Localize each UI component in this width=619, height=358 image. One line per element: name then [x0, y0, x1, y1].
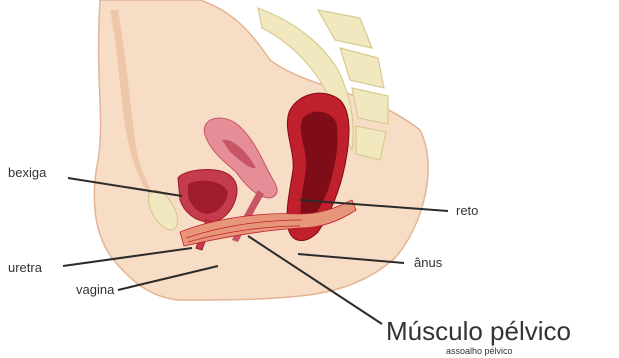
vagina-label: vagina — [76, 282, 115, 297]
musculo-pelvico-label: Músculo pélvico — [386, 316, 571, 346]
anus-label: ânus — [414, 255, 443, 270]
assoalho-pelvico-label: assoalho pélvico — [446, 346, 513, 356]
reto-label: reto — [456, 203, 478, 218]
bexiga-label: bexiga — [8, 165, 47, 180]
uretra-label: uretra — [8, 260, 43, 275]
